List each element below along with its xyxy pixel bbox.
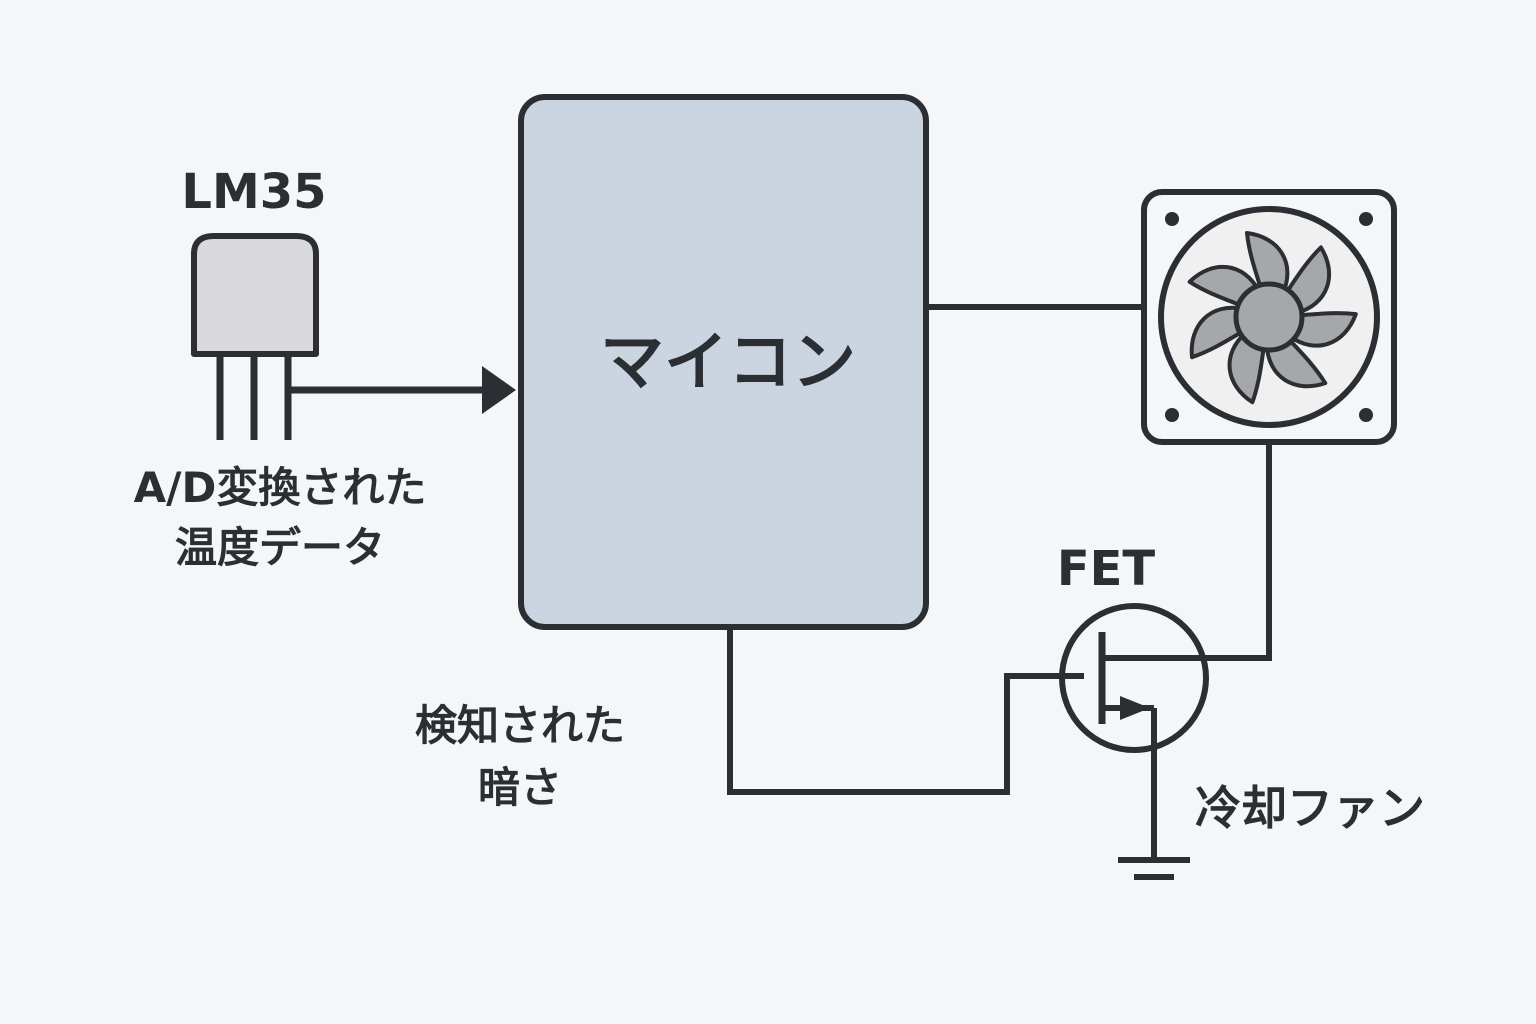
sensor-signal-label-line2: 温度データ [175,523,385,572]
mcu-label: マイコン [600,326,856,400]
to92-sensor-icon [191,233,319,440]
mcu-block [518,94,929,630]
sensor-signal-label-line1: A/D変換された [134,463,427,512]
sensor-label: LM35 [181,164,326,220]
fan-to-fet-drain-wire [1205,442,1272,661]
mosfet-symbol-icon [1059,603,1209,753]
fan-label: 冷却ファン [1195,781,1425,835]
ground-icon [1118,857,1190,880]
dark-signal-label-line2: 暗さ [478,763,562,812]
sensor-to-mcu-arrow [288,366,516,414]
mcu-to-fet-gate-wire [727,627,1062,795]
fan-icon [1141,189,1397,445]
fet-label: FET [1057,541,1156,597]
dark-signal-label-line1: 検知された [415,701,625,750]
